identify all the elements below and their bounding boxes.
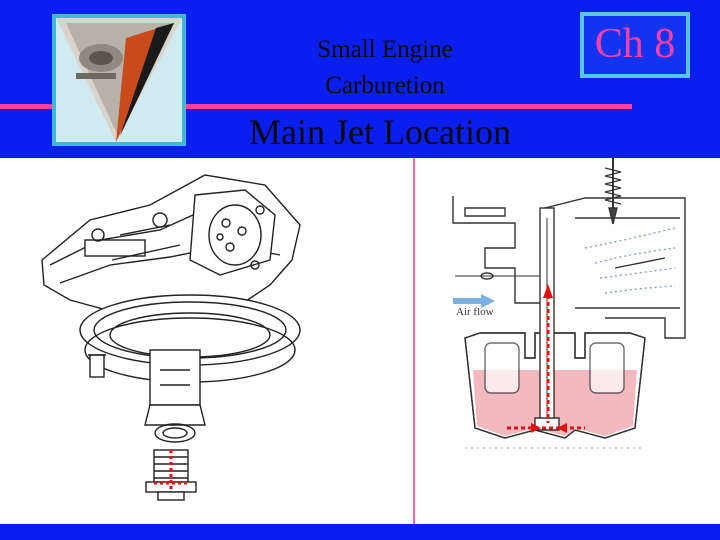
carburetor-cross-section — [425, 158, 705, 529]
vertical-divider — [413, 158, 415, 524]
footer-bar — [0, 524, 720, 540]
carburetor-thumbnail-image — [52, 14, 186, 146]
chapter-badge: Ch 8 — [580, 12, 690, 78]
carburetor-exploded-drawing — [30, 165, 330, 510]
title-line-1: Small Engine — [317, 36, 453, 63]
header-divider-line — [0, 104, 632, 109]
airflow-label: Air flow — [456, 306, 494, 318]
title-line-2: Carburetion — [325, 72, 445, 99]
slide-subtitle: Main Jet Location — [249, 112, 511, 152]
slide-title: Small Engine Carburetion — [255, 32, 515, 104]
